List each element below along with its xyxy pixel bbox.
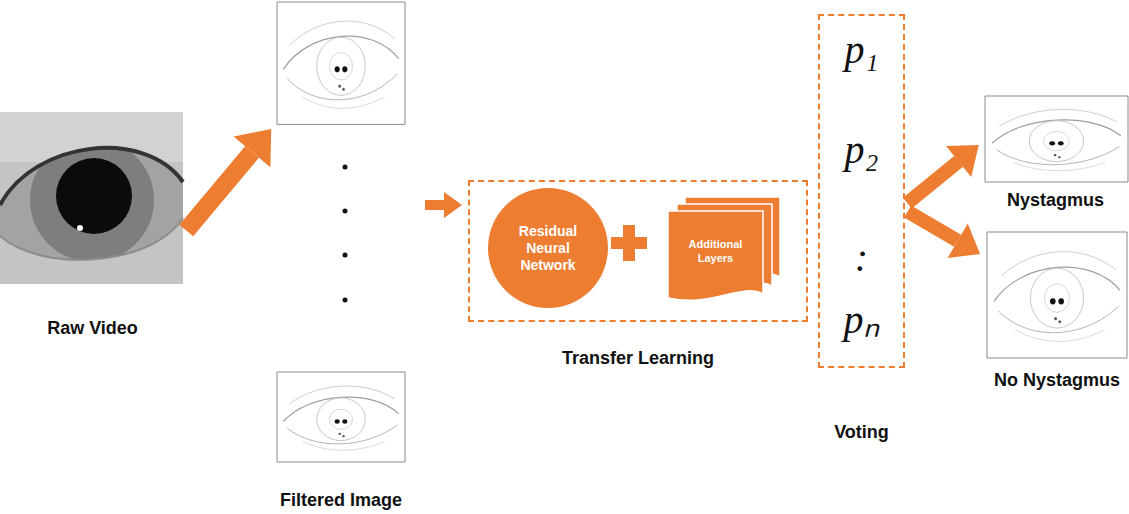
page-shape [668,211,763,300]
node-label: Raw Video [47,317,138,339]
flow-arrow [908,212,981,259]
node-label: No Nystagmus [994,369,1120,391]
result-frame [985,96,1128,182]
arrow-shaft [908,212,958,241]
node-text: Additional Layers [676,237,756,265]
raw-eye-image [0,112,183,284]
arrow-shaft [186,152,252,231]
filtered-frame [277,2,405,124]
arrow-head [948,224,981,259]
flow-arrow [425,192,462,218]
plus-symbol [611,225,647,261]
network-circle: Residual Neural Network [488,188,608,308]
input-video: Raw Video [0,112,185,344]
arrow-head [234,129,272,167]
ellipsis-dots [343,165,348,303]
node-label: Transfer Learning [562,347,714,369]
arrow-shaft [907,161,958,203]
node-text: Residual Neural Network [500,223,596,274]
probability-value: : [855,236,868,280]
node-label: Voting [834,421,889,443]
result-frame [987,232,1127,358]
result-nystagmus: Nystagmus [985,96,1126,214]
result-no-nystagmus: No Nystagmus [987,232,1127,392]
flow-arrow [907,145,978,203]
voting-box: p₁ p₂: pₙVoting [818,14,905,446]
node-label: Nystagmus [1007,189,1104,211]
probability-value: pₙ [844,298,880,342]
arrow-shaft [425,200,444,210]
layers-stack: Additional Layers [668,197,780,302]
transfer-learning-box: Transfer Learning Residual Neural Network… [468,180,808,370]
filtered-frame [277,372,405,462]
node-label: Filtered Image [280,489,402,511]
arrow-head [946,145,979,177]
filtered-frames: Filtered Image [277,2,405,512]
arrow-head [444,192,462,218]
probability-value: p₂ [845,128,879,172]
flow-arrow [186,129,271,231]
probability-value: p₁ [845,28,879,72]
